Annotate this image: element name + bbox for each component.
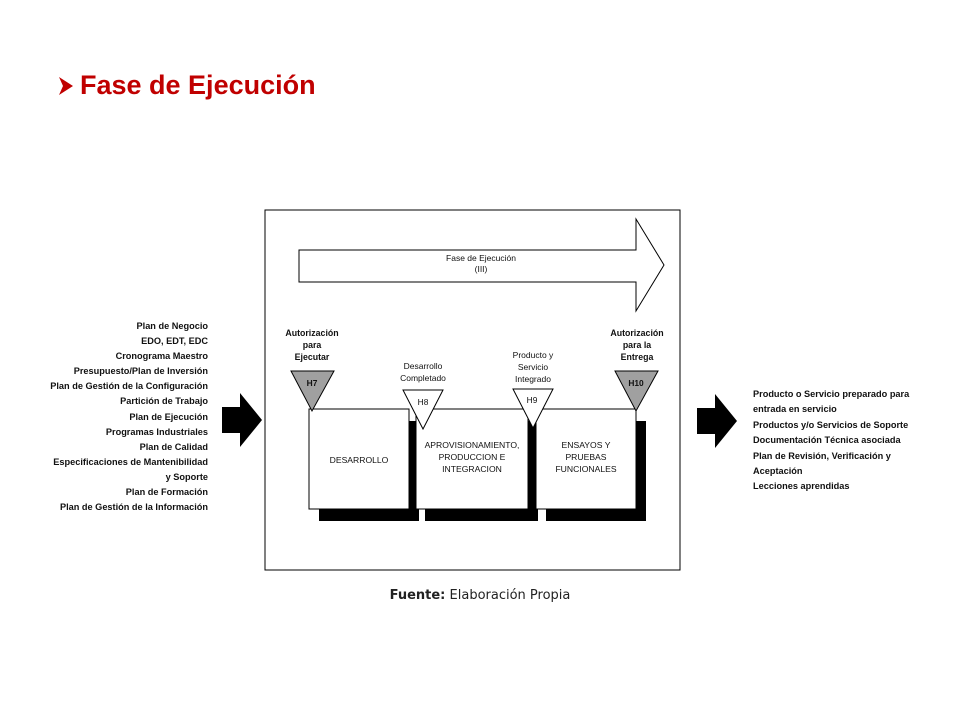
input-item: Plan de Ejecución bbox=[129, 411, 208, 422]
input-item: Especificaciones de Mantenibilidad bbox=[53, 456, 208, 467]
h7-label: H7 bbox=[307, 378, 318, 388]
auth-execute-line: Ejecutar bbox=[295, 352, 330, 362]
h8-label-line: Desarrollo bbox=[404, 361, 443, 371]
auth-delivery-line: Entrega bbox=[621, 352, 654, 362]
h8-label: H8 bbox=[418, 397, 429, 407]
input-item: Plan de Gestión de la Configuración bbox=[50, 381, 208, 392]
box-desarrollo-label: DESARROLLO bbox=[330, 455, 389, 465]
output-item: Producto o Servicio preparado para bbox=[753, 389, 910, 399]
outputs-list: Producto o Servicio preparado para entra… bbox=[753, 387, 953, 495]
box-ensayos-line: PRUEBAS bbox=[565, 452, 606, 462]
input-arrow-icon bbox=[222, 393, 262, 447]
box-ensayos-line: ENSAYOS Y bbox=[562, 440, 611, 450]
arrow-bullet-icon bbox=[59, 76, 73, 95]
phase-arrow-sublabel: (III) bbox=[475, 264, 488, 274]
inputs-list: Plan de Negocio EDO, EDT, EDC Cronograma… bbox=[20, 319, 208, 515]
auth-delivery-line: para la bbox=[623, 340, 651, 350]
auth-execute-label: Autorización para Ejecutar bbox=[285, 328, 338, 362]
input-item: Partición de Trabajo bbox=[120, 396, 208, 407]
milestone-h8-label: Desarrollo Completado bbox=[400, 361, 446, 383]
phase-arrow: Fase de Ejecución (III) bbox=[298, 217, 665, 313]
milestone-h9: H9 bbox=[512, 388, 554, 430]
box-ensayos: ENSAYOS Y PRUEBAS FUNCIONALES bbox=[535, 408, 637, 510]
output-item: Plan de Revisión, Verificación y bbox=[753, 450, 891, 461]
input-item: Plan de Formación bbox=[125, 487, 208, 498]
source-text: Elaboración Propia bbox=[449, 588, 571, 603]
h9-label-line: Producto y bbox=[513, 350, 554, 360]
input-item: Plan de Calidad bbox=[139, 441, 208, 452]
auth-delivery-line: Autorización bbox=[610, 328, 663, 338]
auth-delivery-label: Autorización para la Entrega bbox=[610, 328, 663, 362]
output-arrow-icon bbox=[697, 394, 737, 448]
box-aprov-line: APROVISIONAMIENTO, bbox=[425, 440, 520, 450]
milestone-h7: H7 bbox=[290, 370, 335, 413]
output-item: Documentación Técnica asociada bbox=[753, 435, 901, 446]
milestone-h8: H8 bbox=[402, 389, 444, 431]
h9-label-line: Integrado bbox=[515, 374, 551, 384]
box-aprov-line: INTEGRACION bbox=[442, 464, 502, 474]
output-item: Aceptación bbox=[753, 466, 803, 477]
box-desarrollo: DESARROLLO bbox=[308, 408, 410, 510]
input-item: EDO, EDT, EDC bbox=[141, 336, 208, 347]
input-item: Programas Industriales bbox=[105, 426, 208, 437]
h10-label: H10 bbox=[628, 378, 644, 388]
output-item: Lecciones aprendidas bbox=[753, 481, 850, 492]
source-label: Fuente: bbox=[389, 588, 446, 603]
slide-title: Fase de Ejecución bbox=[58, 70, 316, 101]
box-aprovisionamiento: APROVISIONAMIENTO, PRODUCCION E INTEGRAC… bbox=[415, 408, 529, 510]
box-aprov-line: PRODUCCION E bbox=[439, 452, 506, 462]
input-item: Cronograma Maestro bbox=[115, 351, 208, 362]
box-ensayos-line: FUNCIONALES bbox=[555, 464, 616, 474]
input-item: Plan de Gestión de la Información bbox=[59, 502, 208, 513]
output-item: entrada en servicio bbox=[753, 404, 837, 415]
h9-label-line: Servicio bbox=[518, 362, 549, 372]
auth-execute-line: para bbox=[303, 340, 322, 350]
h9-label: H9 bbox=[527, 395, 538, 405]
milestone-h9-label: Producto y Servicio Integrado bbox=[513, 350, 554, 384]
milestone-h10: H10 bbox=[614, 370, 659, 413]
input-item: Presupuesto/Plan de Inversión bbox=[73, 366, 208, 377]
input-item: Plan de Negocio bbox=[136, 321, 208, 331]
title-text: Fase de Ejecución bbox=[80, 70, 316, 100]
source-caption: Fuente: Elaboración Propia bbox=[0, 588, 960, 603]
auth-execute-line: Autorización bbox=[285, 328, 338, 338]
output-item: Productos y/o Servicios de Soporte bbox=[753, 419, 909, 430]
input-item: y Soporte bbox=[165, 471, 208, 482]
phase-arrow-label: Fase de Ejecución bbox=[446, 253, 516, 263]
h8-label-line: Completado bbox=[400, 373, 446, 383]
